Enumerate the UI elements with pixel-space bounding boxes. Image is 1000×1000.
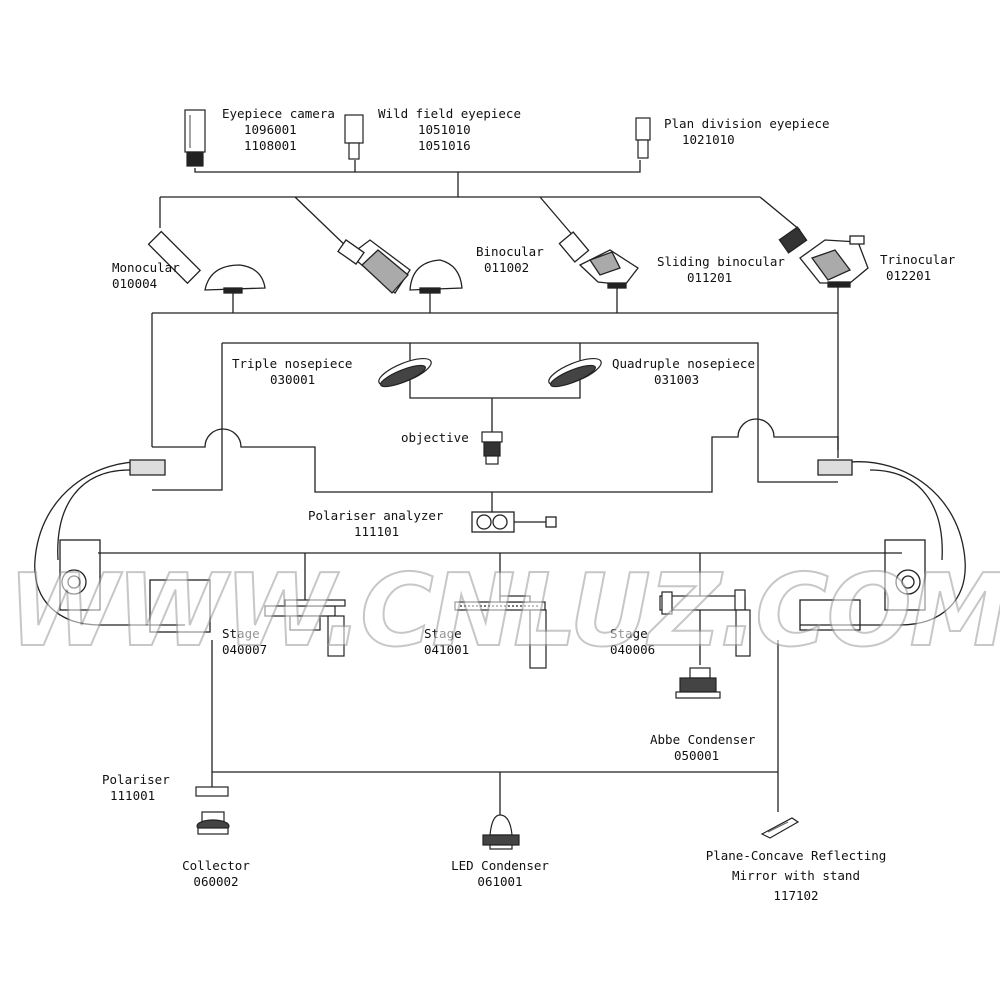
monocular-name: Monocular (112, 260, 180, 275)
led-condenser-label: LED Condenser 061001 (451, 858, 549, 890)
eyepiece-bus-line (194, 160, 641, 197)
quadruple-nosepiece-label: Quadruple nosepiece 031003 (612, 356, 755, 388)
stage-2-code: 041001 (424, 642, 470, 657)
quadruple-nosepiece-icon (548, 357, 602, 388)
lower-bus-line (211, 640, 779, 815)
abbe-condenser-name: Abbe Condenser (650, 732, 756, 747)
monocular-label: Monocular 010004 (112, 260, 180, 292)
mirror-icon (760, 817, 800, 839)
quadruple-nosepiece-name: Quadruple nosepiece (612, 356, 755, 371)
nosepiece-bracket (221, 342, 759, 432)
abbe-condenser-icon (675, 667, 721, 699)
mirror-name-line1: Plane-Concave Reflecting (705, 848, 887, 863)
polariser-analyzer-label: Polariser analyzer 111101 (308, 508, 443, 540)
led-condenser-icon (482, 814, 520, 850)
collector-icon (196, 811, 230, 835)
polariser-code: 111001 (110, 788, 156, 803)
wide-field-eyepiece-icon (344, 114, 364, 160)
triple-nosepiece-label: Triple nosepiece 030001 (232, 356, 352, 388)
right-stand (799, 459, 966, 631)
trinocular-head-icon (778, 226, 869, 288)
polariser-icon (195, 786, 229, 797)
sliding-binocular-name: Sliding binocular (657, 254, 785, 269)
left-stand (34, 459, 211, 633)
eyepiece-camera-name: Eyepiece camera (222, 106, 335, 121)
stage-2-label: Stage 041001 (424, 626, 469, 658)
polariser-analyzer-name: Polariser analyzer (308, 508, 444, 523)
eyepiece-camera-icon (184, 109, 206, 167)
mirror-code: 117102 (773, 888, 819, 903)
stage-3-code: 040006 (610, 642, 656, 657)
head-platform-line (152, 286, 839, 314)
wide-field-eyepiece-code-1: 1051010 (418, 122, 471, 137)
abbe-condenser-label: Abbe Condenser 050001 (650, 732, 755, 764)
plan-division-eyepiece-code: 1021010 (682, 132, 735, 147)
inner-frame-left (152, 420, 223, 491)
collector-code: 060002 (193, 874, 239, 889)
polariser-analyzer-icon (471, 511, 557, 533)
objective-icon (481, 431, 503, 465)
stage-041001-icon (454, 595, 547, 669)
binocular-label: Binocular 011002 (476, 244, 544, 276)
sliding-binocular-head-icon (558, 231, 639, 289)
triple-nosepiece-code: 030001 (270, 372, 316, 387)
eyepiece-camera-code-1: 1096001 (244, 122, 297, 137)
plan-division-eyepiece-name: Plan division eyepiece (664, 116, 830, 131)
stage-1-name: Stage (222, 626, 260, 641)
polariser-name: Polariser (102, 772, 170, 787)
trinocular-name: Trinocular (880, 252, 956, 267)
plan-division-eyepiece-label: Plan division eyepiece 1021010 (664, 116, 830, 148)
abbe-condenser-code: 050001 (674, 748, 720, 763)
trinocular-label: Trinocular 012201 (880, 252, 955, 284)
mirror-name-line2: Mirror with stand (732, 868, 860, 883)
triple-nosepiece-name: Triple nosepiece (232, 356, 353, 371)
triple-nosepiece-icon (378, 357, 432, 388)
stage-bus-line (98, 552, 902, 665)
mirror-label: Plane-Concave Reflecting Mirror with sta… (706, 846, 887, 906)
sliding-binocular-code: 011201 (687, 270, 733, 285)
inner-frame (152, 418, 839, 493)
binocular-code: 011002 (484, 260, 530, 275)
eyepiece-camera-code-2: 1108001 (244, 138, 297, 153)
trinocular-code: 012201 (886, 268, 932, 283)
led-condenser-code: 061001 (477, 874, 523, 889)
eyepiece-camera-label: Eyepiece camera 1096001 1108001 (222, 106, 335, 154)
stage-3-name: Stage (610, 626, 648, 641)
inner-frame-right (757, 420, 838, 483)
collector-name: Collector (182, 858, 250, 873)
monocular-head-icon (147, 230, 266, 294)
plan-division-eyepiece-icon (635, 117, 651, 159)
collector-label: Collector 060002 (182, 858, 250, 890)
stage-040007-icon (264, 599, 346, 657)
objective-label: objective (401, 430, 469, 445)
stage-3-label: Stage 040006 (610, 626, 655, 658)
stage-2-name: Stage (424, 626, 462, 641)
polariser-analyzer-code: 111101 (354, 524, 400, 539)
head-bus-line (159, 196, 801, 251)
wide-field-eyepiece-code-2: 1051016 (418, 138, 471, 153)
binocular-head-icon (337, 239, 463, 294)
stage-1-code: 040007 (222, 642, 268, 657)
stage-040006-icon (659, 589, 751, 657)
monocular-code: 010004 (112, 276, 158, 291)
led-condenser-name: LED Condenser (451, 858, 549, 873)
binocular-name: Binocular (476, 244, 544, 259)
quadruple-nosepiece-code: 031003 (654, 372, 700, 387)
sliding-binocular-label: Sliding binocular 011201 (657, 254, 785, 286)
wide-field-eyepiece-label: Wild field eyepiece 1051010 1051016 (378, 106, 521, 154)
stage-1-label: Stage 040007 (222, 626, 267, 658)
wide-field-eyepiece-name: Wild field eyepiece (378, 106, 521, 121)
polariser-label: Polariser 111001 (102, 772, 170, 804)
